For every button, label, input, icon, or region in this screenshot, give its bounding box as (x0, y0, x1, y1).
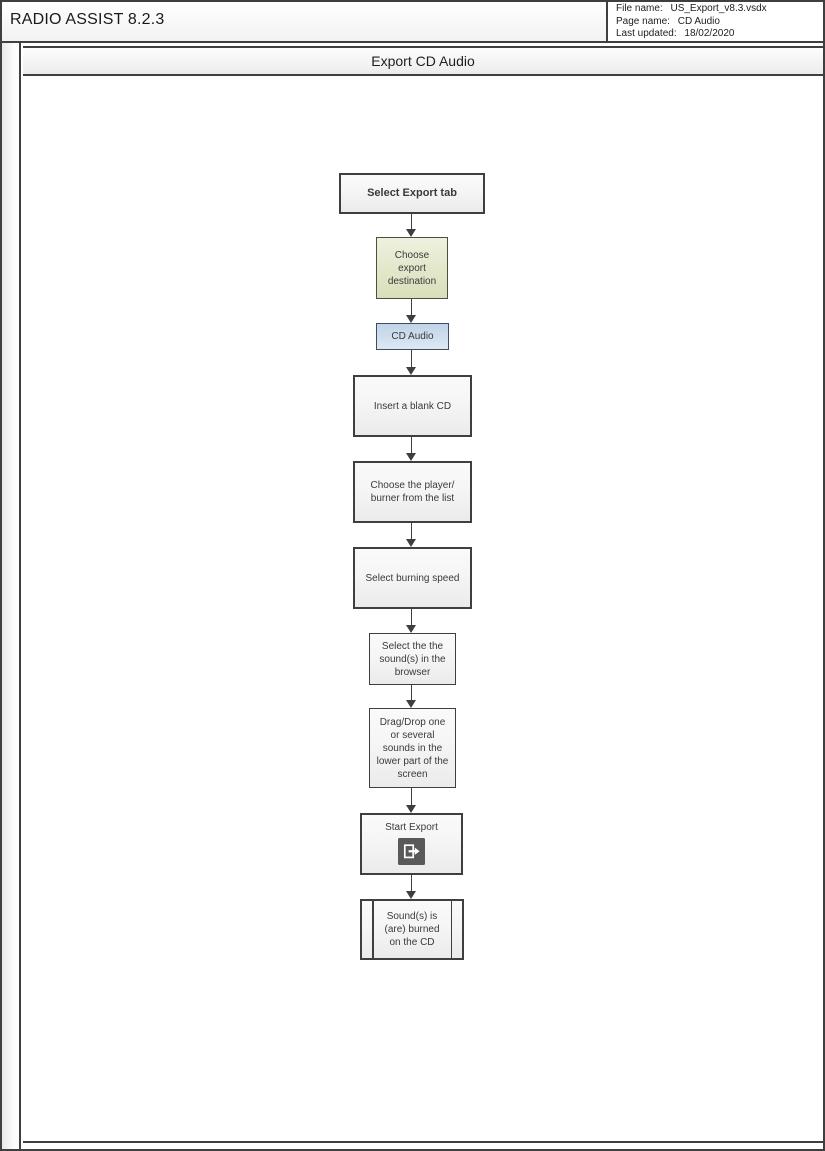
content-bottom-rule (23, 1141, 823, 1143)
file-name-row: File name: US_Export_v8.3.vsdx (616, 3, 823, 16)
flow-node-choose-player-burner: Choose the player/ burner from the list (353, 461, 472, 523)
arrow-connector (406, 523, 418, 547)
flow-node-label: Start Export (385, 822, 438, 833)
arrow-connector (406, 609, 418, 633)
file-name-label: File name: (616, 3, 663, 14)
app-title: RADIO ASSIST 8.2.3 (10, 11, 165, 28)
left-margin-strip (2, 43, 21, 1149)
file-name-value: US_Export_v8.3.vsdx (670, 3, 767, 14)
arrow-connector (406, 788, 418, 813)
flow-node-start-export: Start Export (360, 813, 463, 875)
last-updated-row: Last updated: 18/02/2020 (616, 28, 823, 41)
page-name-row: Page name: CD Audio (616, 16, 823, 29)
arrow-connector (406, 299, 418, 323)
flow-node-select-sounds-in-browser: Select the the sound(s) in the browser (369, 633, 456, 685)
flow-node-drag-drop-sounds: Drag/Drop one or several sounds in the l… (369, 708, 456, 788)
flow-node-label: Choose the player/ burner from the list (370, 480, 455, 504)
flow-node-label: Select Export tab (367, 187, 457, 199)
flow-node-sounds-burned-on-cd: Sound(s) is (are) burned on the CD (360, 899, 464, 960)
arrow-connector (406, 350, 418, 375)
page-title: Export CD Audio (371, 53, 475, 69)
page-name-label: Page name: (616, 15, 670, 27)
flow-node-label: Choose export destination (387, 249, 437, 287)
flow-node-insert-blank-cd: Insert a blank CD (353, 375, 472, 437)
flow-node-label: Select the the sound(s) in the browser (379, 640, 446, 678)
flow-node-label: Select burning speed (365, 572, 460, 584)
title-band: Export CD Audio (23, 46, 823, 76)
flow-node-label: Insert a blank CD (373, 400, 452, 412)
page-name-value: CD Audio (677, 15, 720, 27)
flow-node-label: CD Audio (391, 331, 434, 342)
last-updated-label: Last updated: (616, 28, 677, 39)
predefined-process-bar-left (372, 901, 374, 958)
flow-node-choose-export-destination: Choose export destination (376, 237, 448, 299)
flow-node-label: Drag/Drop one or several sounds in the l… (376, 716, 449, 780)
page-header: RADIO ASSIST 8.2.3 File name: US_Export_… (2, 2, 823, 43)
arrow-connector (406, 214, 418, 237)
file-info-box: File name: US_Export_v8.3.vsdx Page name… (606, 2, 823, 41)
arrow-connector (406, 437, 418, 461)
flow-node-label: Sound(s) is (are) burned on the CD (384, 911, 440, 948)
last-updated-value: 18/02/2020 (684, 28, 735, 39)
flow-node-select-export-tab: Select Export tab (339, 173, 485, 214)
flow-node-cd-audio: CD Audio (376, 323, 449, 350)
flow-node-select-burning-speed: Select burning speed (353, 547, 472, 609)
arrow-connector (406, 875, 418, 899)
arrow-connector (406, 685, 418, 708)
export-icon (398, 838, 425, 865)
predefined-process-bar-right (450, 901, 452, 958)
